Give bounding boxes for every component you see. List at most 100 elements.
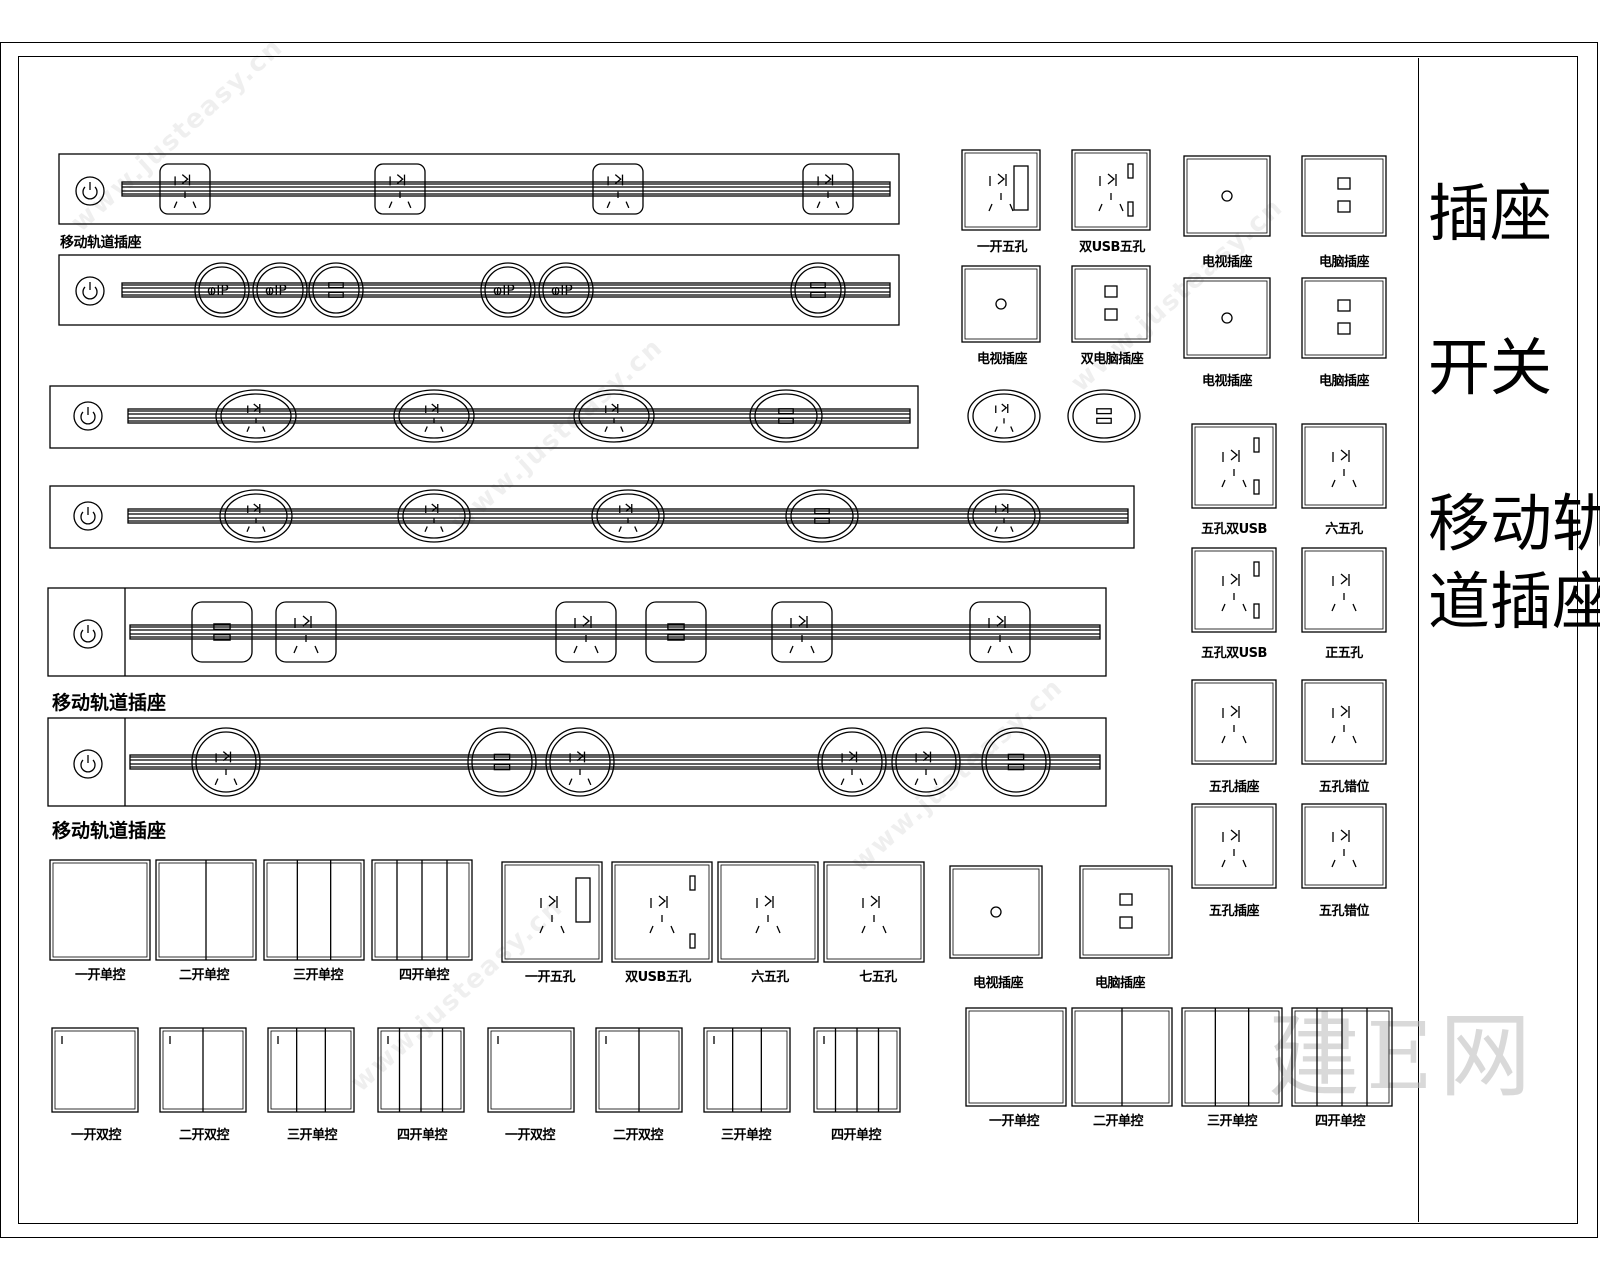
panel-3gang-switch (1181, 1007, 1283, 1107)
label-dual-usb-five-hole: 双USB五孔 (1079, 240, 1145, 255)
usb-port (1253, 603, 1260, 619)
panel-dual-usb-five-hole (1071, 149, 1151, 231)
socket-pin (568, 778, 573, 786)
socket-module (397, 489, 471, 543)
usb-port (1253, 479, 1260, 495)
panel-seven-five-hole (823, 861, 925, 963)
panel-one-switch-five-hole (501, 861, 603, 963)
panel-dual-usb-five-hole (611, 861, 713, 963)
socket-pin (848, 751, 856, 762)
usb-module (981, 727, 1051, 797)
panel-4gang-switch (371, 859, 473, 961)
socket-pin (634, 526, 638, 533)
socket-pin (1331, 735, 1336, 744)
socket-pin: ⱷIP (265, 283, 287, 299)
tv-jack (1221, 190, 1233, 202)
socket-pin (1098, 203, 1103, 212)
panel-2gang-switch (155, 859, 257, 961)
label-one-switch-five-hole: 一开五孔 (976, 240, 1028, 255)
label-3gang-1way: 三开单控 (1206, 1114, 1258, 1129)
label-five-hole-offset: 五孔错位 (1318, 780, 1370, 795)
label-4gang-1way: 四开单控 (398, 968, 450, 983)
usb-module (191, 601, 253, 663)
usb-port (810, 291, 826, 298)
title-track-socket-line2: 道插座 (1428, 565, 1600, 638)
track-socket-6 (47, 717, 1107, 807)
socket-pin (996, 615, 1005, 627)
usb-module (467, 727, 537, 797)
panel-4gang-1way (813, 1027, 901, 1113)
socket-pin (840, 778, 845, 786)
socket-pin (987, 645, 992, 654)
socket-pin (914, 778, 919, 786)
socket-pin (1010, 526, 1014, 533)
socket-pin (1340, 573, 1349, 585)
usb-module (749, 389, 823, 443)
label-4gang-1way: 四开单控 (1314, 1114, 1366, 1129)
socket-pin (214, 778, 219, 786)
label-2gang-2way: 二开双控 (612, 1128, 664, 1143)
panel-pc-socket (1301, 155, 1387, 237)
track-socket-4 (49, 485, 1135, 549)
track-socket-3 (49, 385, 1141, 449)
socket-pin (670, 925, 675, 934)
usb-module (1067, 389, 1141, 443)
socket-module (393, 389, 475, 443)
title-switch: 开关 (1428, 331, 1553, 404)
socket-pin (1352, 603, 1357, 612)
usb-port (810, 282, 826, 289)
label-2gang-2way: 二开双控 (178, 1128, 230, 1143)
panel-pc-socket (1079, 865, 1173, 959)
tv-jack (990, 906, 1002, 918)
panel-six-five-hole (1301, 423, 1387, 509)
power-icon (80, 629, 96, 643)
panel-five-hole-dual-usb (1191, 423, 1277, 509)
socket-module (967, 489, 1041, 543)
socket-module (480, 262, 536, 318)
socket-pin (776, 925, 781, 934)
socket-module (219, 489, 293, 543)
panel-1gang-switch (49, 859, 151, 961)
title-track-socket-line1: 移动轨 (1428, 487, 1600, 560)
socket-pin (1230, 449, 1239, 461)
socket-pin (246, 526, 250, 533)
label-five-hole-socket: 五孔插座 (1208, 780, 1260, 795)
socket-module (215, 389, 297, 443)
socket-pin (424, 526, 428, 533)
label-standard-five-hole: 正五孔 (1325, 646, 1363, 661)
socket-pin (1331, 603, 1336, 612)
usb-port (1007, 753, 1025, 761)
label-six-five-hole: 六五孔 (751, 970, 789, 985)
socket-pin (618, 526, 622, 533)
track-label-1: 移动轨道插座 (60, 235, 142, 251)
socket-module (591, 489, 665, 543)
usb-port (1253, 437, 1260, 453)
socket-pin (587, 778, 592, 786)
tv-jack (995, 298, 1007, 310)
socket-pin (262, 426, 266, 433)
socket-pin (861, 925, 866, 934)
label-pc-socket: 电脑插座 (1094, 976, 1146, 991)
socket-pin (246, 426, 250, 433)
socket-pin (1331, 859, 1336, 868)
socket-pin: ⱷIP (493, 283, 515, 299)
socket-module (592, 163, 644, 215)
panel-dual-pc-socket (1071, 265, 1151, 343)
socket-pin (293, 645, 298, 654)
panel-five-hole-dual-usb (1191, 547, 1277, 633)
rocker-switch (1013, 165, 1029, 211)
socket-pin (798, 615, 807, 627)
power-icon (73, 749, 103, 779)
socket-pin (997, 173, 1006, 185)
socket-module (374, 163, 426, 215)
usb-port (328, 291, 344, 298)
socket-pin (181, 174, 189, 185)
rj45-jack (1337, 299, 1351, 312)
rj45-jack (1104, 308, 1118, 321)
label-1gang-2way: 一开双控 (504, 1128, 556, 1143)
track-rail (129, 624, 1101, 640)
panel-standard-five-hole (1301, 547, 1387, 633)
socket-pin (1001, 403, 1008, 412)
usb-port (667, 634, 685, 641)
usb-port (328, 282, 344, 289)
